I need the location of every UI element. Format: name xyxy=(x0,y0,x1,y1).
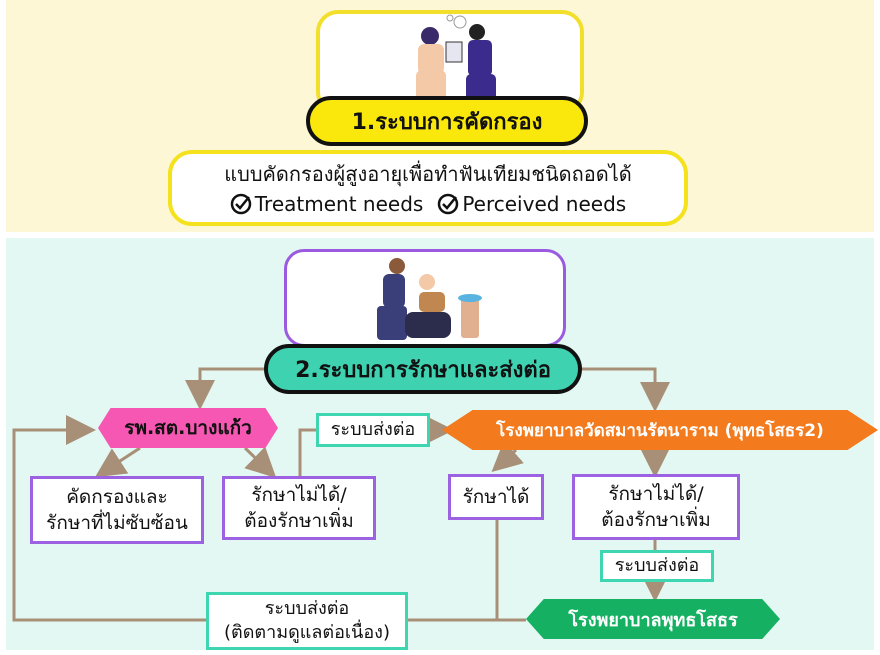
screen-treat-line1: คัดกรองและ xyxy=(66,486,168,508)
line-cannot-treat-to-referral xyxy=(298,428,316,478)
cannot-treat-line2: ต้องรักษาเพิ่ม xyxy=(601,509,711,531)
screen-and-treat-box: คัดกรองและ รักษาที่ไม่ซับซ้อน xyxy=(30,476,204,544)
can-treat-box: รักษาได้ xyxy=(448,474,544,520)
perceived-needs-item: Perceived needs xyxy=(437,189,626,219)
dentist-chair-illustration-icon xyxy=(377,258,482,340)
clinic-node: รพ.สต.บางแก้ว xyxy=(98,408,278,448)
arrow-hospital-to-can-treat xyxy=(491,440,524,473)
cannot-treat-box-clinic: รักษาไม่ได้/ ต้องรักษาเพิ่ม xyxy=(222,476,376,540)
screening-system-title: 1.ระบบการคัดกรอง xyxy=(306,96,588,146)
referral-followup-line1: ระบบส่งต่อ xyxy=(264,598,350,619)
treatment-illustration-frame xyxy=(284,249,566,347)
cannot-treat-box-hospital: รักษาไม่ได้/ ต้องรักษาเพิ่ม xyxy=(572,474,740,540)
hospital-temple-node: โรงพยาบาลวัดสมานรัตนาราม (พุทธโสธร2) xyxy=(442,410,878,450)
arrow-title-to-clinic xyxy=(185,367,264,410)
screening-form-box: แบบคัดกรองผู้สูงอายุเพื่อทำฟันเทียมชนิดถ… xyxy=(168,150,688,226)
arrow-clinic-to-screen-treat xyxy=(94,446,141,478)
doctor-patient-illustration-icon xyxy=(416,14,496,104)
referral-followup-line2: (ติดตามดูแลต่อเนื่อง) xyxy=(224,622,390,643)
screen-treat-line2: รักษาที่ไม่ซับซ้อน xyxy=(46,512,188,534)
treatment-needs-label: Treatment needs xyxy=(254,192,424,216)
main-hospital-node: โรงพยาบาลพุทธโสธร xyxy=(526,599,780,639)
check-circle-icon xyxy=(230,193,252,215)
treatment-referral-system-title: 2.ระบบการรักษาและส่งต่อ xyxy=(264,344,582,394)
referral-followup-box: ระบบส่งต่อ (ติดตามดูแลต่อเนื่อง) xyxy=(206,592,408,650)
line-followup-left xyxy=(12,415,206,622)
screening-form-label: แบบคัดกรองผู้สูงอายุเพื่อทำฟันเทียมชนิดถ… xyxy=(224,162,632,186)
treatment-needs-item: Treatment needs xyxy=(230,189,424,219)
referral-box-2: ระบบส่งต่อ xyxy=(600,550,714,582)
cannot-treat-line1: รักษาไม่ได้/ xyxy=(251,484,347,506)
referral-box-1: ระบบส่งต่อ xyxy=(316,413,430,447)
cannot-treat-line2: ต้องรักษาเพิ่ม xyxy=(244,510,354,532)
arrow-title-to-hospital-temple xyxy=(582,367,670,412)
perceived-needs-label: Perceived needs xyxy=(462,192,627,216)
cannot-treat-line1: รักษาไม่ได้/ xyxy=(608,483,704,505)
arrow-clinic-to-cannot-treat xyxy=(243,446,277,479)
check-circle-icon xyxy=(438,193,459,215)
